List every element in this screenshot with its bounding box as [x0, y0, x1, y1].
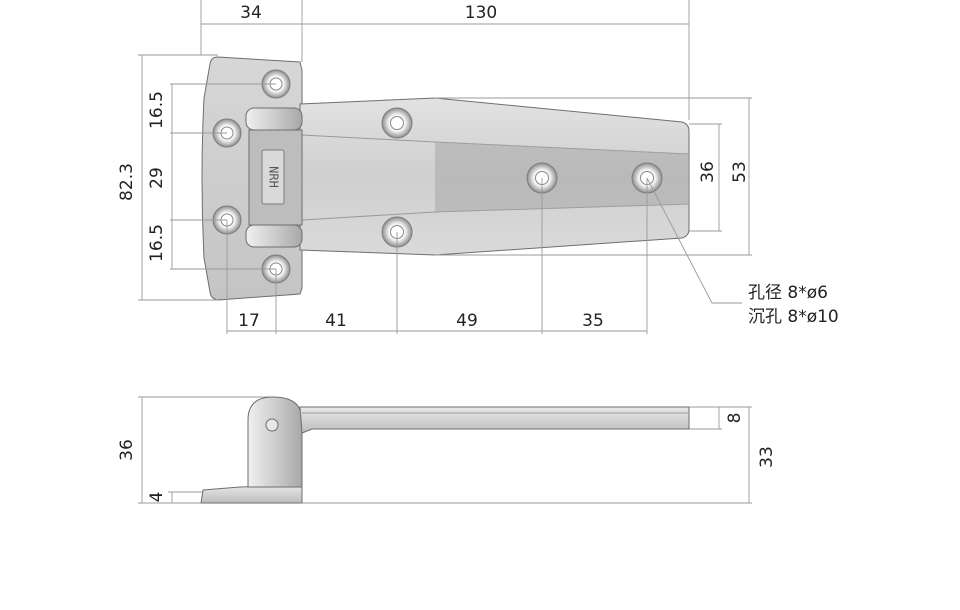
logo-plate — [261, 149, 285, 205]
side-pin — [265, 418, 279, 432]
side-plate — [299, 406, 690, 434]
mounting-hole — [381, 107, 413, 139]
side-view: 36 4 8 33 — [117, 396, 777, 504]
plate-center-band — [435, 142, 689, 212]
dim-29: 29 — [147, 167, 167, 189]
dim-35: 35 — [582, 311, 604, 331]
dim-17: 17 — [238, 311, 260, 331]
dim-41: 41 — [325, 311, 347, 331]
barrel-knuckle-bottom — [245, 224, 303, 248]
dim-49: 49 — [456, 311, 478, 331]
side-knuckle — [247, 396, 303, 488]
dim-8: 8 — [725, 413, 745, 424]
dim-130: 130 — [465, 3, 497, 23]
dim-82-3: 82.3 — [117, 163, 137, 201]
top-view: NRH — [117, 0, 839, 334]
dim-53: 53 — [730, 161, 750, 183]
side-base — [200, 484, 303, 504]
dim-16-5-bottom: 16.5 — [147, 224, 167, 262]
barrel-knuckle-top — [245, 107, 303, 131]
logo-text: NRH — [267, 166, 281, 188]
dim-34: 34 — [240, 3, 262, 23]
hole-note-leader — [646, 177, 742, 304]
dim-33: 33 — [757, 446, 777, 468]
dim-36-top: 36 — [698, 161, 718, 183]
hole-note-diameter: 孔径 8*ø6 — [748, 283, 828, 303]
dim-16-5-top: 16.5 — [147, 91, 167, 129]
hole-note-counterbore: 沉孔 8*ø10 — [748, 307, 839, 327]
dim-36-side: 36 — [117, 439, 137, 461]
dim-4: 4 — [147, 492, 167, 503]
